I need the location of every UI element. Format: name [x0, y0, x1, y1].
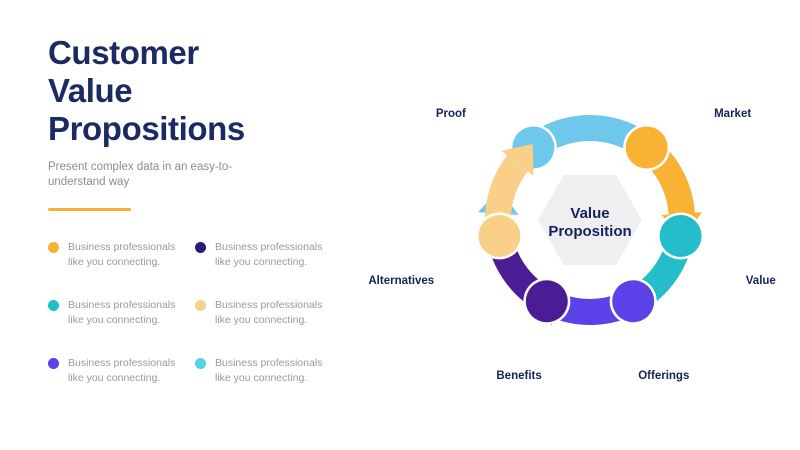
- arm-label-alternatives[interactable]: Alternatives: [368, 274, 435, 287]
- bullet-text: Business professionals like you connecti…: [215, 241, 323, 268]
- list-item[interactable]: Business professionals like you connecti…: [48, 298, 195, 356]
- list-item[interactable]: Business professionals like you connecti…: [48, 356, 195, 414]
- page-title: Customer Value Propositions: [48, 34, 245, 147]
- center-hexagon: Value Proposition: [538, 174, 642, 266]
- list-item[interactable]: Business professionals like you connecti…: [195, 240, 342, 298]
- arm-label-offerings[interactable]: Offerings: [638, 369, 690, 382]
- arms-group: [475, 115, 705, 326]
- arm-label-proof[interactable]: Proof: [435, 107, 466, 120]
- diagram-arm[interactable]: [623, 124, 703, 239]
- bullet-dot-icon: [195, 300, 206, 311]
- diagram-arm[interactable]: [475, 143, 534, 260]
- arm-node-circle[interactable]: [625, 126, 668, 169]
- bullet-text: Business professionals like you connecti…: [215, 357, 323, 384]
- arm-node-circle[interactable]: [659, 214, 702, 257]
- hexagon-shape: [538, 174, 642, 266]
- bullet-dot-icon: [195, 242, 206, 253]
- bullet-list: Business professionals like you connecti…: [48, 240, 338, 414]
- bullet-text: Business professionals like you connecti…: [68, 241, 176, 268]
- subtitle: Present complex data in an easy-to-under…: [48, 161, 233, 188]
- bullet-dot-icon: [48, 358, 59, 369]
- arm-node-circle[interactable]: [612, 280, 655, 323]
- bullet-text: Business professionals like you connecti…: [68, 357, 176, 384]
- list-item[interactable]: Business professionals like you connecti…: [48, 240, 195, 298]
- arm-node-circle[interactable]: [525, 280, 568, 323]
- pinwheel-svg: Value Proposition: [475, 115, 705, 326]
- bullet-text: Business professionals like you connecti…: [68, 299, 176, 326]
- list-item[interactable]: Business professionals like you connecti…: [195, 298, 342, 356]
- arm-label-market[interactable]: Market: [714, 107, 752, 120]
- list-item[interactable]: Business professionals like you connecti…: [195, 356, 342, 414]
- center-label-line2: Proposition: [548, 223, 631, 240]
- arm-label-benefits[interactable]: Benefits: [496, 369, 542, 382]
- bullet-text: Business professionals like you connecti…: [215, 299, 323, 326]
- bullet-dot-icon: [48, 242, 59, 253]
- arm-node-circle[interactable]: [478, 214, 521, 257]
- accent-rule: [48, 208, 131, 211]
- bullet-dot-icon: [48, 300, 59, 311]
- center-label-line1: Value: [570, 205, 609, 222]
- arm-arrowhead: [501, 143, 534, 176]
- left-panel: Customer Value Propositions Present comp…: [48, 34, 348, 211]
- arm-label-value[interactable]: Value: [745, 274, 776, 287]
- bullet-dot-icon: [195, 358, 206, 369]
